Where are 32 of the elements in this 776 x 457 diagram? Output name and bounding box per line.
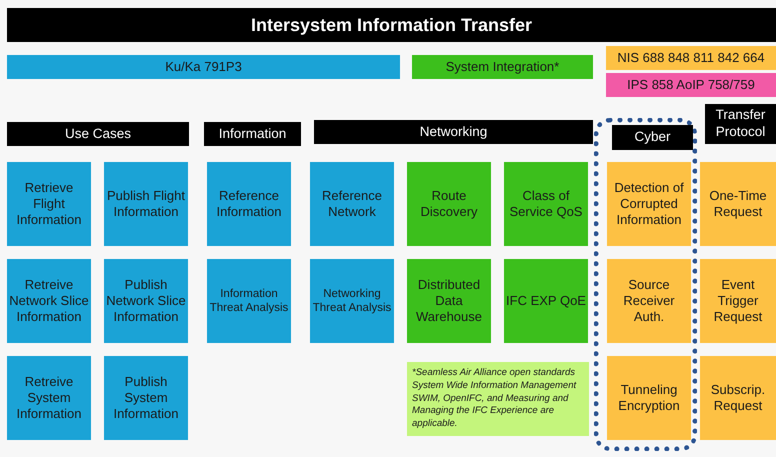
topic-box: Publish Flight Information bbox=[104, 162, 188, 246]
topic-box: Publish Network Slice Information bbox=[104, 259, 188, 343]
topic-box: Information Threat Analysis bbox=[207, 259, 291, 343]
topic-box: IFC EXP QoE bbox=[504, 259, 588, 343]
column-header: Use Cases bbox=[7, 122, 189, 146]
topic-box: Networking Threat Analysis bbox=[310, 259, 394, 343]
topic-box: Retreive Network Slice Information bbox=[7, 259, 91, 343]
topic-box: Tunneling Encryption bbox=[607, 356, 691, 440]
column-header: Information bbox=[204, 122, 301, 146]
topic-box: Route Discovery bbox=[407, 162, 491, 246]
topic-box: Source Receiver Auth. bbox=[607, 259, 691, 343]
title-band: Intersystem Information Transfer bbox=[7, 8, 776, 42]
banner-bar: Ku/Ka 791P3 bbox=[7, 55, 400, 79]
column-header: Cyber bbox=[612, 125, 693, 150]
topic-box: Detection of Corrupted Information bbox=[607, 162, 691, 246]
topic-box: Event Trigger Request bbox=[700, 259, 776, 343]
topic-box: One-Time Request bbox=[700, 162, 776, 246]
dotted-outline bbox=[594, 118, 697, 451]
column-header: Transfer Protocol bbox=[705, 104, 776, 144]
topic-box: Class of Service QoS bbox=[504, 162, 588, 246]
banner-bar: NIS 688 848 811 842 664 bbox=[606, 46, 776, 70]
topic-box: Subscrip. Request bbox=[700, 356, 776, 440]
topic-box: Reference Information bbox=[207, 162, 291, 246]
banner-bar: IPS 858 AoIP 758/759 bbox=[606, 73, 776, 97]
topic-box: Distributed Data Warehouse bbox=[407, 259, 491, 343]
topic-box: Publish System Information bbox=[104, 356, 188, 440]
topic-box: Reference Network bbox=[310, 162, 394, 246]
topic-box: Retreive System Information bbox=[7, 356, 91, 440]
topic-box: Retrieve Flight Information bbox=[7, 162, 91, 246]
banner-bar: System Integration* bbox=[412, 55, 593, 79]
footnote-box: *Seamless Air Alliance open standards System Wide Information Management SWIM, OpenIFC, and Measuring and Managing the IFC Experience are applicable. bbox=[407, 362, 589, 436]
column-header: Networking bbox=[314, 120, 593, 144]
